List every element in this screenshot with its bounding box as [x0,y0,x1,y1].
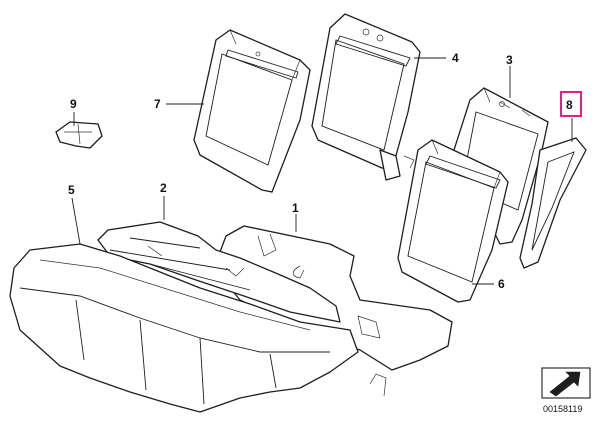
svg-text:4: 4 [452,51,459,65]
part-7-backrest-left [193,29,311,193]
callout-6: 6 [498,277,505,291]
svg-text:6: 6 [498,277,505,291]
svg-text:5: 5 [68,183,75,197]
arrow-icon [541,367,591,399]
callout-5: 5 [68,183,75,197]
callout-7: 7 [154,97,161,111]
callout-1: 1 [292,201,299,215]
svg-text:1: 1 [292,201,299,215]
part-4-backrest-center [311,13,421,181]
callout-8: 8 [560,91,582,117]
callout-2: 2 [160,181,167,195]
svg-text:9: 9 [70,97,77,111]
leader-lines [71,57,573,285]
diagram-code: 00158119 [543,404,582,414]
svg-text:7: 7 [154,97,161,111]
callout-4: 4 [452,51,459,65]
svg-text:2: 2 [160,181,167,195]
callout-8-highlight-box [560,91,582,117]
svg-text:8: 8 [566,98,573,112]
part-6-backrest-front [397,139,509,303]
part-5-seat-cushion [9,243,359,413]
callout-9: 9 [70,97,77,111]
callout-3: 3 [506,53,513,67]
part-2-seat-cover [97,221,341,323]
svg-text:3: 3 [506,53,513,67]
part-9-bracket [55,121,103,149]
part-8-side-bolster [519,137,587,269]
